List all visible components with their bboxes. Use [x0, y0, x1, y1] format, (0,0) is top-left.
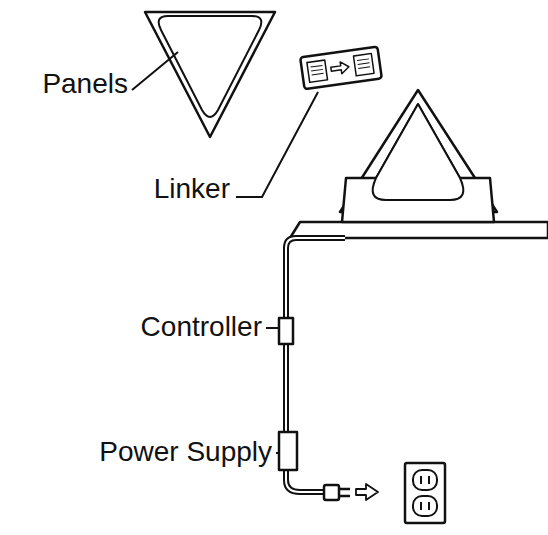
part-label: Power Supply	[99, 436, 272, 468]
controller-box	[279, 318, 293, 344]
panel-loose	[145, 12, 275, 137]
wall-outlet	[405, 463, 445, 523]
part-label: Controller	[141, 311, 262, 343]
linker-part	[300, 47, 382, 90]
part-label: Linker	[154, 173, 230, 205]
leader-line	[266, 327, 279, 329]
leader-lines	[132, 52, 318, 453]
power-supply-box	[279, 432, 297, 470]
panel-mounted	[340, 90, 497, 222]
leader-line	[276, 452, 279, 454]
leader-line	[236, 92, 318, 197]
plug	[324, 485, 350, 500]
part-label: Panels	[42, 68, 128, 100]
leader-line	[132, 52, 178, 90]
plug-arrow	[356, 484, 378, 500]
